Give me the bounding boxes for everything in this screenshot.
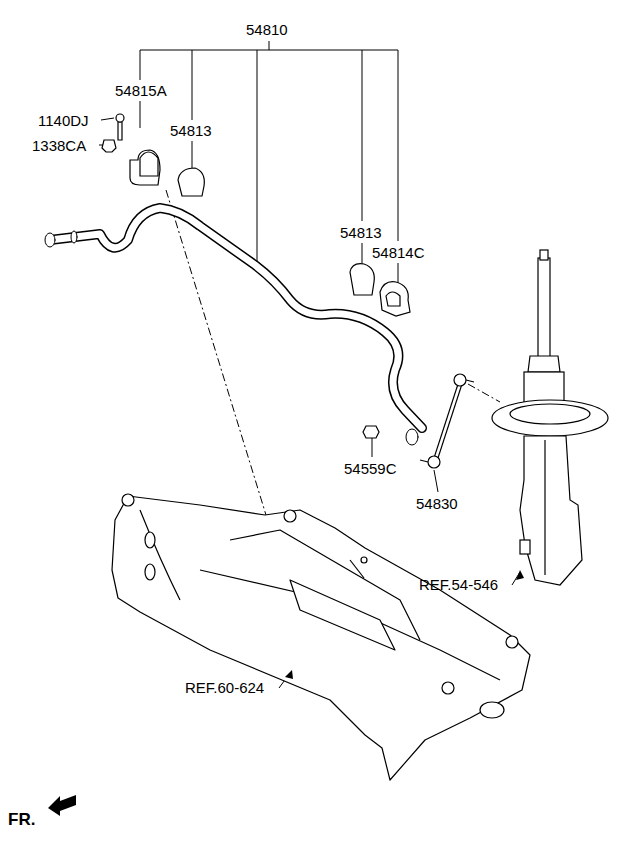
reference-label: REF.60-624 xyxy=(185,679,264,696)
callout-number: 54830 xyxy=(416,495,458,512)
callout-number: 1140DJ xyxy=(38,112,89,129)
callout-number: 1338CA xyxy=(32,137,86,154)
callout-number: 54813 xyxy=(170,122,212,139)
callout-number: 54810 xyxy=(246,21,288,38)
group-bracket xyxy=(140,41,398,262)
bushings xyxy=(102,114,410,316)
callout-number: 54813 xyxy=(340,224,382,241)
callout-number: 54559C xyxy=(344,460,397,477)
pointer-arrows xyxy=(48,570,524,816)
reference-label: REF.54-546 xyxy=(419,576,498,593)
subframe xyxy=(112,494,530,780)
strut-assembly xyxy=(492,250,608,585)
stabilizer-link xyxy=(363,374,474,468)
direction-label: FR. xyxy=(8,811,35,828)
callout-number: 54814C xyxy=(372,244,425,261)
callout-number: 54815A xyxy=(115,82,167,99)
stabilizer-bar xyxy=(45,208,422,445)
